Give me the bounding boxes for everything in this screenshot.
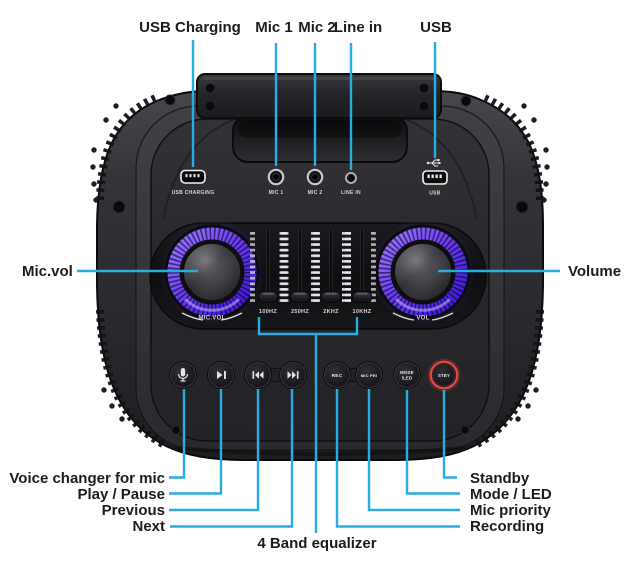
line-next — [170, 389, 294, 528]
body-screws — [112, 94, 529, 435]
voice-changer-button — [169, 361, 197, 389]
eq-band-label-2khz: 2KHZ — [323, 309, 339, 315]
next-button — [279, 361, 307, 389]
line-mic-priority — [367, 389, 460, 512]
line-eq-bracket — [257, 317, 359, 336]
callout-play-pause: Play / Pause — [77, 486, 165, 503]
rec-button: REC — [323, 361, 351, 389]
mode-led-button: MODE /LED — [393, 361, 421, 389]
eq-slider-2khz — [321, 291, 341, 303]
mic-priority-button: MIC PRI — [355, 361, 383, 389]
usb-port-label: USB — [429, 191, 441, 197]
callout-recording: Recording — [470, 518, 545, 535]
mic1-jack-label: MIC 1 — [269, 190, 284, 196]
carry-handle — [196, 73, 442, 163]
callout-mic1: Mic 1 — [255, 19, 293, 36]
previous-icon — [252, 371, 264, 379]
line-standby — [442, 390, 457, 479]
eq-slider-tracks — [266, 228, 364, 308]
callout-standby: Standby — [470, 470, 530, 487]
rec-button-label: REC — [332, 373, 343, 379]
callout-usb-charging: USB Charging — [139, 19, 241, 36]
play-pause-icon — [217, 371, 226, 379]
callout-voice-changer: Voice changer for mic — [9, 470, 165, 487]
callout-line-in: Line in — [333, 19, 383, 36]
ports-row: USB CHARGING MIC 1 MIC 2 LINE IN — [172, 159, 448, 197]
callout-mic2: Mic 2 — [298, 19, 336, 36]
callout-next: Next — [132, 518, 165, 535]
eq-band-label-250hz: 250HZ — [291, 309, 309, 315]
eq-band-label-100hz: 100HZ — [259, 309, 277, 315]
callout-mic-vol: Mic.vol — [22, 263, 73, 280]
equalizer: 100HZ 250HZ 2KHZ 10KHZ — [250, 228, 376, 315]
play-pause-button — [207, 361, 235, 389]
mode-led-button-label-1: MODE — [400, 370, 414, 375]
usb-trident-icon — [426, 159, 441, 167]
mic2-jack-label: MIC 2 — [308, 190, 323, 196]
mic1-jack: MIC 1 — [267, 168, 285, 196]
line-previous — [169, 389, 260, 512]
usb-charging-port-label: USB CHARGING — [172, 190, 215, 196]
eq-band-labels: 100HZ 250HZ 2KHZ 10KHZ — [259, 309, 372, 315]
line-recording — [335, 389, 460, 528]
line-mode-led — [405, 390, 460, 495]
line-voice-changer — [169, 389, 186, 479]
next-icon — [287, 371, 299, 379]
mode-led-button-label-2: /LED — [402, 376, 413, 381]
eq-slider-10khz — [352, 291, 372, 303]
eq-band-label-10khz: 10KHZ — [353, 309, 372, 315]
usb-port: USB — [422, 159, 448, 197]
callout-mode-led: Mode / LED — [470, 486, 552, 503]
callout-previous: Previous — [101, 502, 165, 519]
callout-usb: USB — [420, 19, 452, 36]
button-row: REC MIC PRI MODE /LED STBY — [169, 358, 461, 392]
volume-knob-label: VOL — [416, 316, 429, 322]
line-in-jack: LINE IN — [341, 172, 361, 196]
mic2-jack: MIC 2 — [306, 168, 324, 196]
eq-slider-100hz — [258, 291, 278, 303]
mic-priority-button-label: MIC PRI — [361, 373, 378, 378]
eq-slider-handles — [258, 291, 372, 303]
handle-screws — [205, 83, 429, 111]
corner-ridges — [90, 94, 550, 448]
standby-button-label: STBY — [438, 373, 450, 378]
eq-slider-250hz — [290, 291, 310, 303]
callout-volume: Volume — [568, 263, 622, 280]
line-in-jack-label: LINE IN — [341, 190, 361, 196]
mic-volume-knob-label: MIC.VOL — [198, 316, 225, 322]
callout-mic-priority: Mic priority — [470, 502, 551, 519]
mic-icon — [177, 368, 189, 382]
line-play-pause — [169, 389, 223, 495]
usb-charging-port: USB CHARGING — [172, 169, 215, 196]
callout-4-band-equalizer: 4 Band equalizer — [257, 535, 377, 552]
eq-tick-scales — [250, 232, 376, 303]
standby-button: STBY — [427, 358, 461, 392]
previous-button — [244, 361, 272, 389]
callout-lines — [77, 40, 560, 533]
